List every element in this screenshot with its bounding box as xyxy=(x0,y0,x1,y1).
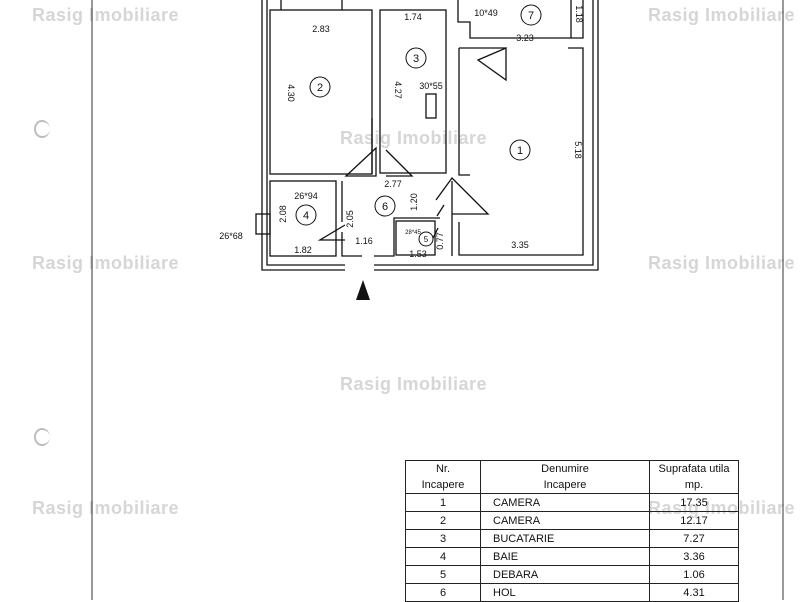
dimension-labels: 2.83 4.30 1.74 4.27 30*55 10*49 1.18 3.2… xyxy=(219,5,584,259)
header-area: Suprafata utila mp. xyxy=(649,460,739,494)
cell-area: 4.31 xyxy=(649,583,739,602)
cell-nr: 3 xyxy=(405,529,481,548)
dim-room-2-length: 4.30 xyxy=(286,84,296,102)
dim-hall-top: 2.77 xyxy=(384,179,402,189)
dim-room-2-width: 2.83 xyxy=(312,24,330,34)
table-header-row: Nr. Incapere Denumire Incapere Suprafata… xyxy=(405,460,739,494)
binder-hole-icon xyxy=(34,428,50,446)
cell-nr: 2 xyxy=(405,511,481,530)
dim-room-7-length: 1.18 xyxy=(574,5,584,23)
cell-name: BAIE xyxy=(480,547,650,566)
watermark: Rasig Imobiliare xyxy=(32,5,180,25)
dim-room-1-length: 5.18 xyxy=(573,141,583,159)
room-2-marker: 2 xyxy=(309,76,331,98)
table-row: 3 BUCATARIE 7.27 xyxy=(405,529,739,548)
room-2-number: 2 xyxy=(317,82,323,94)
header-nr: Nr. Incapere xyxy=(405,460,481,494)
header-nr-line1: Nr. xyxy=(435,463,451,475)
room-area-table: Nr. Incapere Denumire Incapere Suprafata… xyxy=(405,460,739,602)
cell-name: CAMERA xyxy=(480,493,650,512)
dim-room-7-width: 3.23 xyxy=(516,33,534,43)
entrance-arrow-icon xyxy=(356,280,370,300)
header-name: Denumire Incapere xyxy=(480,460,650,494)
dim-debara-inner: 28*45 xyxy=(405,230,421,236)
cell-nr: 6 xyxy=(405,583,481,602)
dim-wall-b: 26*68 xyxy=(219,231,243,241)
dim-room-3-width: 1.74 xyxy=(404,12,422,22)
dim-room-3-length: 4.27 xyxy=(393,81,403,99)
dim-room-6-length: 2.05 xyxy=(345,210,355,228)
watermark: Rasig Imobiliare xyxy=(648,253,796,273)
table-row: 1 CAMERA 17.35 xyxy=(405,493,739,512)
room-5-number: 5 xyxy=(424,235,429,244)
dim-hall-mid: 1.20 xyxy=(409,193,419,211)
dim-room-1-width: 3.35 xyxy=(511,240,529,250)
dim-room-4-length: 2.08 xyxy=(278,205,288,223)
room-7-number: 7 xyxy=(528,10,534,22)
room-3-number: 3 xyxy=(413,53,419,65)
table-row: 4 BAIE 3.36 xyxy=(405,547,739,566)
header-name-line1: Denumire xyxy=(541,463,589,475)
room-5-marker: 5 xyxy=(418,231,434,247)
room-4-number: 4 xyxy=(303,210,309,222)
room-6-number: 6 xyxy=(382,201,388,213)
watermark: Rasig Imobiliare xyxy=(32,498,180,518)
cell-area: 3.36 xyxy=(649,547,739,566)
cell-nr: 5 xyxy=(405,565,481,584)
cell-nr: 1 xyxy=(405,493,481,512)
watermark: Rasig Imobiliare xyxy=(32,253,180,273)
table-row: 5 DEBARA 1.06 xyxy=(405,565,739,584)
cell-name: HOL xyxy=(480,583,650,602)
cell-area: 7.27 xyxy=(649,529,739,548)
room-7-marker: 7 xyxy=(520,4,542,26)
header-nr-line2: Incapere xyxy=(421,479,465,491)
room-markers: 1 2 3 4 5 6 7 xyxy=(295,4,542,247)
table-row: 6 HOL 4.31 xyxy=(405,583,739,602)
walls xyxy=(255,0,599,271)
cell-area: 12.17 xyxy=(649,511,739,530)
table-row: 2 CAMERA 12.17 xyxy=(405,511,739,530)
cell-name: BUCATARIE xyxy=(480,529,650,548)
cell-area: 17.35 xyxy=(649,493,739,512)
dim-debara-width: 1.53 xyxy=(409,249,427,259)
header-name-line2: Incapere xyxy=(543,479,587,491)
dim-wall-a: 26*94 xyxy=(294,191,318,201)
cell-name: CAMERA xyxy=(480,511,650,530)
dim-hall-left: 1.16 xyxy=(355,236,373,246)
cell-name: DEBARA xyxy=(480,565,650,584)
room-1-number: 1 xyxy=(517,145,523,157)
cell-nr: 4 xyxy=(405,547,481,566)
watermark: Rasig Imobiliare xyxy=(648,5,796,25)
room-1-marker: 1 xyxy=(509,139,531,161)
binder-hole-icon xyxy=(34,120,50,138)
watermark: Rasig Imobiliare xyxy=(340,128,488,148)
dim-room-4-width: 1.82 xyxy=(294,245,312,255)
dim-debara-height: 0.77 xyxy=(435,232,445,250)
header-area-line1: Suprafata utila xyxy=(658,463,730,475)
room-3-marker: 3 xyxy=(405,47,427,69)
dim-balcony-wall: 10*49 xyxy=(474,8,498,18)
cell-area: 1.06 xyxy=(649,565,739,584)
watermark: Rasig Imobiliare xyxy=(340,374,488,394)
room-4-marker: 4 xyxy=(295,204,317,226)
header-area-line2: mp. xyxy=(684,479,704,491)
dim-kitchen-wall: 30*55 xyxy=(419,81,443,91)
room-6-marker: 6 xyxy=(374,195,396,217)
